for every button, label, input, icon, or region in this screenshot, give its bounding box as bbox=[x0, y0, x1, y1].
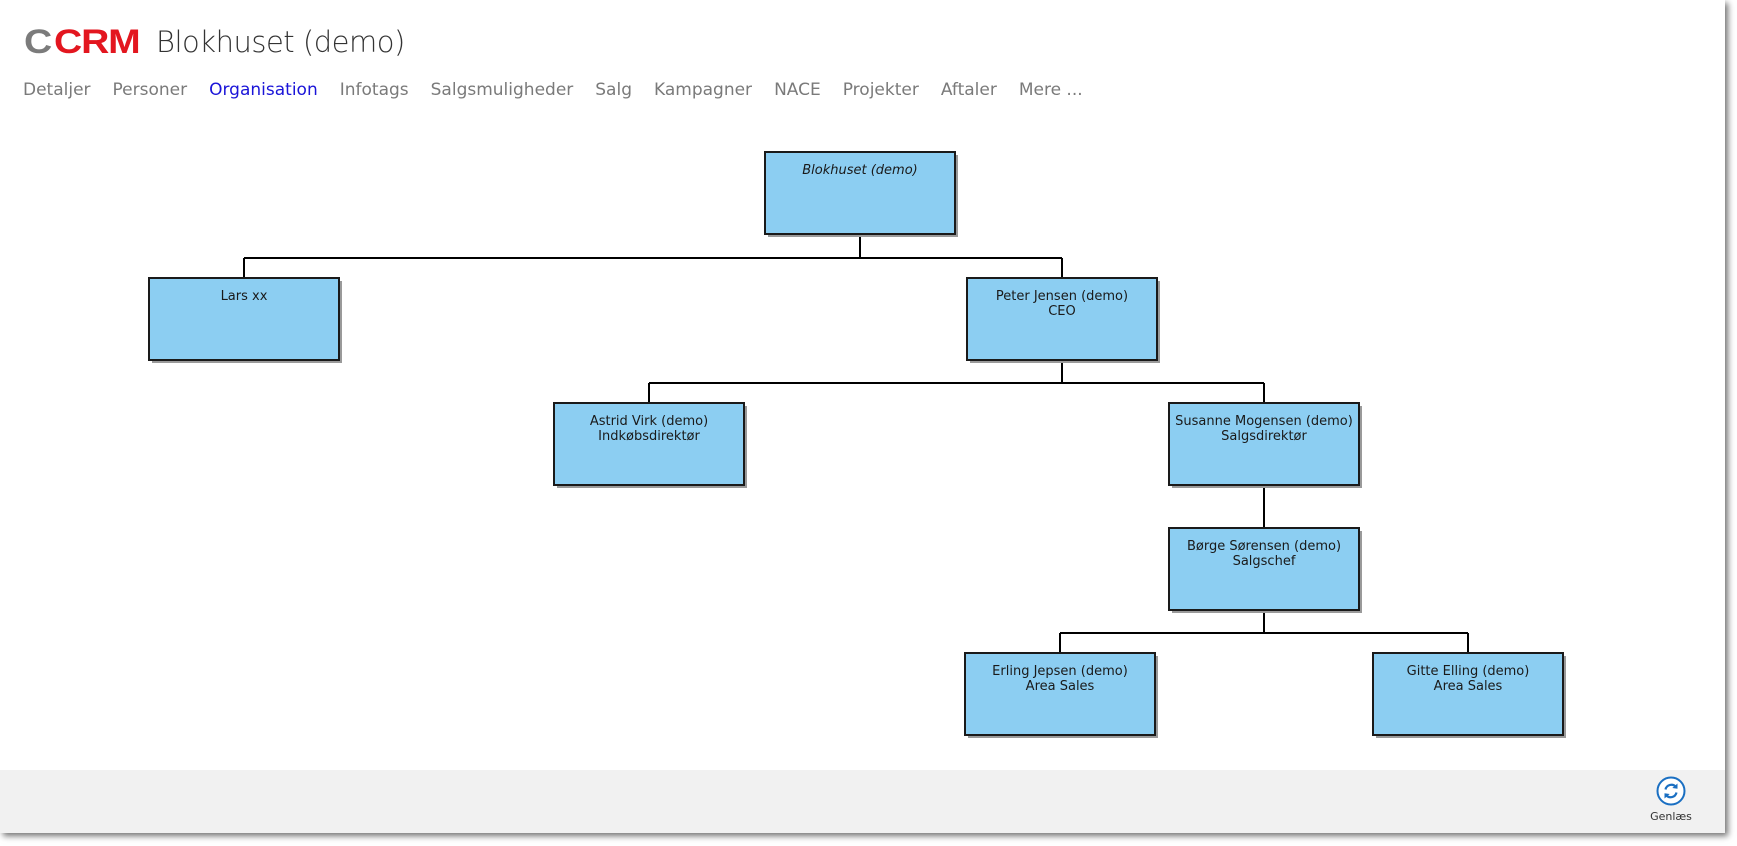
org-node-root[interactable]: Blokhuset (demo) bbox=[764, 151, 958, 237]
app-window: C CRM Blokhuset (demo) Detaljer Personer… bbox=[0, 20, 1725, 833]
org-node-erling[interactable]: Erling Jepsen (demo)Area Sales bbox=[964, 652, 1158, 738]
footer-bar: Genlæs bbox=[0, 770, 1725, 833]
node-box bbox=[553, 402, 745, 486]
org-node-astrid[interactable]: Astrid Virk (demo)Indkøbsdirektør bbox=[553, 402, 747, 488]
page-title: Blokhuset (demo) bbox=[156, 25, 405, 59]
org-node-lars[interactable]: Lars xx bbox=[148, 277, 342, 363]
organisation-chart: Blokhuset (demo) Lars xx Peter Jensen (dem… bbox=[148, 151, 1566, 738]
connector-lines bbox=[243, 234, 1469, 653]
node-title: Salgschef bbox=[1233, 554, 1296, 569]
logo-crm-letters: CRM bbox=[53, 23, 141, 61]
tab-salgsmuligheder[interactable]: Salgsmuligheder bbox=[430, 80, 574, 100]
ccrm-logo: C CRM bbox=[24, 23, 146, 61]
node-title: Salgsdirektør bbox=[1221, 429, 1307, 444]
tab-organisation[interactable]: Organisation bbox=[209, 80, 318, 100]
tab-nace[interactable]: NACE bbox=[774, 80, 821, 100]
node-box bbox=[1168, 402, 1360, 486]
node-box bbox=[148, 277, 340, 361]
tab-salg[interactable]: Salg bbox=[595, 80, 632, 100]
node-name: Lars xx bbox=[221, 289, 268, 304]
org-node-peter[interactable]: Peter Jensen (demo)CEO bbox=[966, 277, 1160, 363]
node-title: Area Sales bbox=[1434, 679, 1503, 694]
node-box bbox=[1168, 527, 1360, 611]
tab-kampagner[interactable]: Kampagner bbox=[654, 80, 753, 100]
logo-c-letter: C bbox=[24, 23, 52, 61]
node-title: Area Sales bbox=[1026, 679, 1095, 694]
reload-button[interactable]: Genlæs bbox=[1641, 776, 1701, 828]
node-name: Susanne Mogensen (demo) bbox=[1175, 414, 1353, 429]
tab-mere[interactable]: Mere ... bbox=[1018, 80, 1083, 100]
tab-projekter[interactable]: Projekter bbox=[842, 80, 919, 100]
org-node-borge[interactable]: Børge Sørensen (demo)Salgschef bbox=[1168, 527, 1362, 613]
node-box bbox=[964, 652, 1156, 736]
tab-infotags[interactable]: Infotags bbox=[339, 80, 409, 100]
node-name: Gitte Elling (demo) bbox=[1407, 664, 1530, 679]
tab-bar: Detaljer Personer Organisation Infotags … bbox=[23, 78, 1105, 102]
org-node-susanne[interactable]: Susanne Mogensen (demo)Salgsdirektør bbox=[1168, 402, 1362, 488]
node-name: Peter Jensen (demo) bbox=[996, 289, 1128, 304]
node-title: Indkøbsdirektør bbox=[598, 429, 700, 444]
tab-aftaler[interactable]: Aftaler bbox=[940, 80, 997, 100]
page-header: C CRM Blokhuset (demo) bbox=[24, 20, 405, 64]
node-box bbox=[764, 151, 956, 235]
tab-personer[interactable]: Personer bbox=[112, 80, 188, 100]
refresh-icon bbox=[1656, 776, 1686, 806]
org-node-gitte[interactable]: Gitte Elling (demo)Area Sales bbox=[1372, 652, 1566, 738]
node-box bbox=[966, 277, 1158, 361]
reload-label: Genlæs bbox=[1650, 810, 1692, 823]
node-box bbox=[1372, 652, 1564, 736]
node-name: Astrid Virk (demo) bbox=[590, 414, 708, 429]
node-name: Børge Sørensen (demo) bbox=[1187, 539, 1341, 554]
node-name: Blokhuset (demo) bbox=[802, 163, 918, 178]
tab-detaljer[interactable]: Detaljer bbox=[23, 80, 91, 100]
node-name: Erling Jepsen (demo) bbox=[992, 664, 1128, 679]
node-title: CEO bbox=[1048, 304, 1076, 319]
